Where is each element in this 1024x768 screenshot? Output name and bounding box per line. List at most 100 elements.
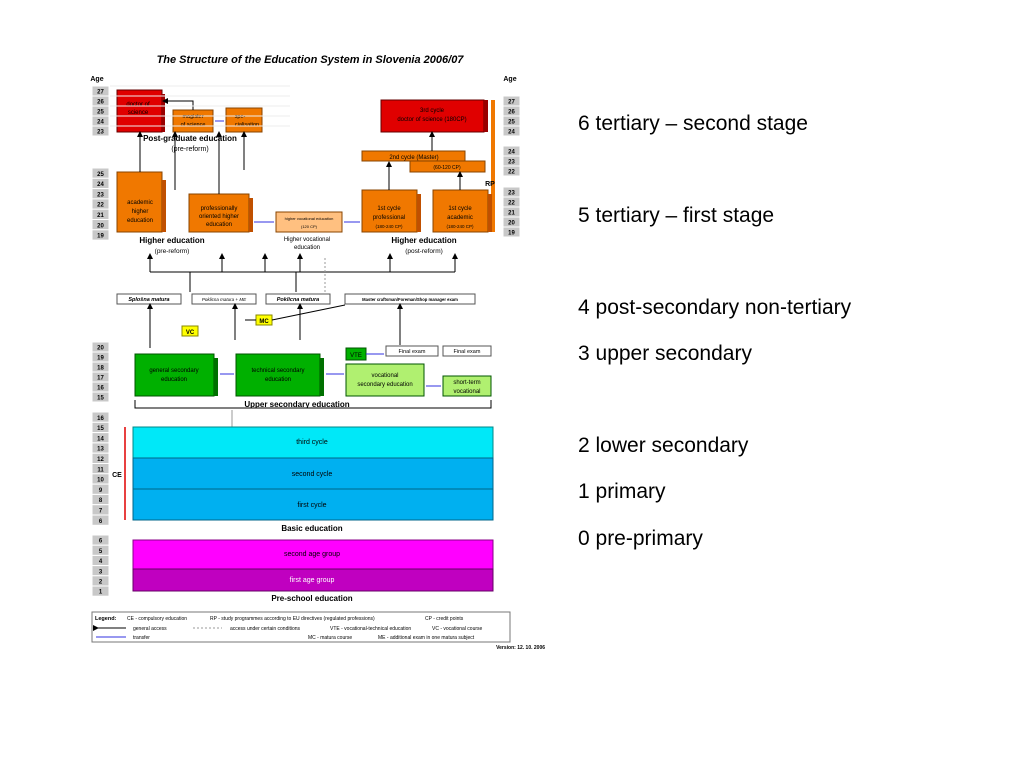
basic-education-label: Basic education [281, 524, 342, 533]
splosna-matura: Splošna matura [128, 297, 169, 303]
preschool-block: second age group first age group Pre-sch… [132, 539, 494, 603]
age-value: 22 [508, 170, 515, 176]
legend-me: ME - additional exam in one matura subje… [378, 635, 475, 641]
age-cell [502, 165, 521, 177]
age-column-right-top: 27 26 25 24 [502, 95, 521, 137]
first-age-group: first age group [290, 577, 335, 584]
age-value: 16 [97, 386, 104, 392]
age-cell [502, 125, 521, 137]
legend: Legend: CE - compulsory education RP - s… [91, 611, 511, 643]
age-header-left: Age [90, 76, 103, 83]
age-value: 14 [97, 436, 104, 442]
higher-pre-reform: (pre-reform) [155, 248, 190, 255]
gridlines [110, 85, 290, 127]
legend-heading: Legend: [95, 616, 117, 622]
diagram-title: The Structure of the Education System in… [157, 54, 465, 66]
age-value: 16 [97, 416, 104, 422]
age-value: 24 [97, 182, 104, 188]
age-value: 18 [97, 366, 104, 372]
age-value: 24 [97, 120, 104, 126]
higher-education-label-right: Higher education [391, 236, 456, 245]
side-label-pre-primary: 0 pre-primary [578, 527, 703, 550]
second-cycle-basic: second cycle [292, 471, 333, 478]
age-value: 13 [97, 447, 104, 453]
age-value: 23 [508, 160, 515, 166]
age-header-right: Age [503, 76, 516, 83]
vte-box: VTE [350, 353, 362, 359]
postgrad-pre-reform: (pre-reform) [171, 146, 208, 153]
age-value: 23 [508, 191, 515, 197]
version-label: Version: 12. 10. 2006 [496, 645, 545, 651]
age-value: 11 [97, 467, 104, 473]
age-column-right-mid: 24 23 22 [502, 145, 521, 177]
preschool-label: Pre-school education [271, 594, 352, 603]
legend-transfer: transfer [133, 635, 150, 641]
rp-label: RP [485, 181, 495, 188]
side-label-tertiary-second: 6 tertiary – second stage [578, 112, 808, 135]
age-value: 22 [508, 201, 515, 207]
age-value: 7 [99, 509, 103, 515]
side-label-post-secondary: 4 post-secondary non-tertiary [578, 296, 852, 319]
third-cycle-block: 3rd cycle doctor of science (180CP) 2nd … [361, 99, 495, 232]
poklicna-matura: Poklicna matura [277, 297, 320, 303]
age-value: 10 [97, 478, 104, 484]
postgrad-label: Post-graduate education [143, 134, 237, 143]
higher-education-label-left: Higher education [139, 236, 204, 245]
age-value: 5 [99, 549, 103, 555]
second-cycle-cp: (60-120 CP) [433, 165, 461, 171]
legend-mc: MC - matura course [308, 635, 352, 641]
third-cycle-basic: third cycle [296, 439, 328, 446]
age-value: 27 [97, 90, 104, 96]
poklicna-matura-me: Poklicna matura + ME [202, 297, 247, 302]
age-value: 21 [97, 213, 104, 219]
hve-box: higher vocational education [285, 216, 334, 221]
age-value: 1 [99, 590, 103, 596]
first-cycle-basic: first cycle [297, 502, 326, 509]
legend-vte: VTE - vocational-technical education [330, 626, 411, 632]
second-cycle-title: 2nd cycle (Master) [389, 155, 438, 161]
access-bar [147, 253, 458, 292]
age-cell [91, 125, 110, 137]
age-value: 20 [97, 223, 104, 229]
age-cell [91, 585, 110, 597]
age-value: 20 [97, 346, 104, 352]
age-value: 24 [508, 130, 515, 136]
vc-box: VC [186, 330, 195, 336]
age-value: 25 [508, 120, 515, 126]
legend-conditional-access: access under certain conditions [230, 626, 301, 632]
age-value: 20 [508, 221, 515, 227]
side-label-upper-secondary: 3 upper secondary [578, 342, 752, 365]
matura-row: Splošna matura Poklicna matura + ME Pokl… [116, 293, 476, 348]
age-value: 27 [508, 100, 515, 106]
age-value: 17 [97, 376, 104, 382]
age-value: 8 [99, 498, 103, 504]
age-value: 24 [508, 150, 515, 156]
age-value: 26 [508, 110, 515, 116]
mc-box: MC [259, 319, 269, 325]
age-value: 23 [97, 130, 104, 136]
third-cycle-title: 3rd cycle [420, 108, 445, 114]
final-exam-2: Final exam [454, 349, 481, 355]
age-value: 26 [97, 100, 104, 106]
age-value: 3 [99, 569, 103, 575]
age-value: 19 [97, 234, 104, 240]
third-cycle-sub: doctor of science (180CP) [397, 117, 466, 123]
age-value: 6 [99, 539, 103, 545]
second-age-group: second age group [284, 551, 340, 558]
final-exam-1: Final exam [399, 349, 426, 355]
